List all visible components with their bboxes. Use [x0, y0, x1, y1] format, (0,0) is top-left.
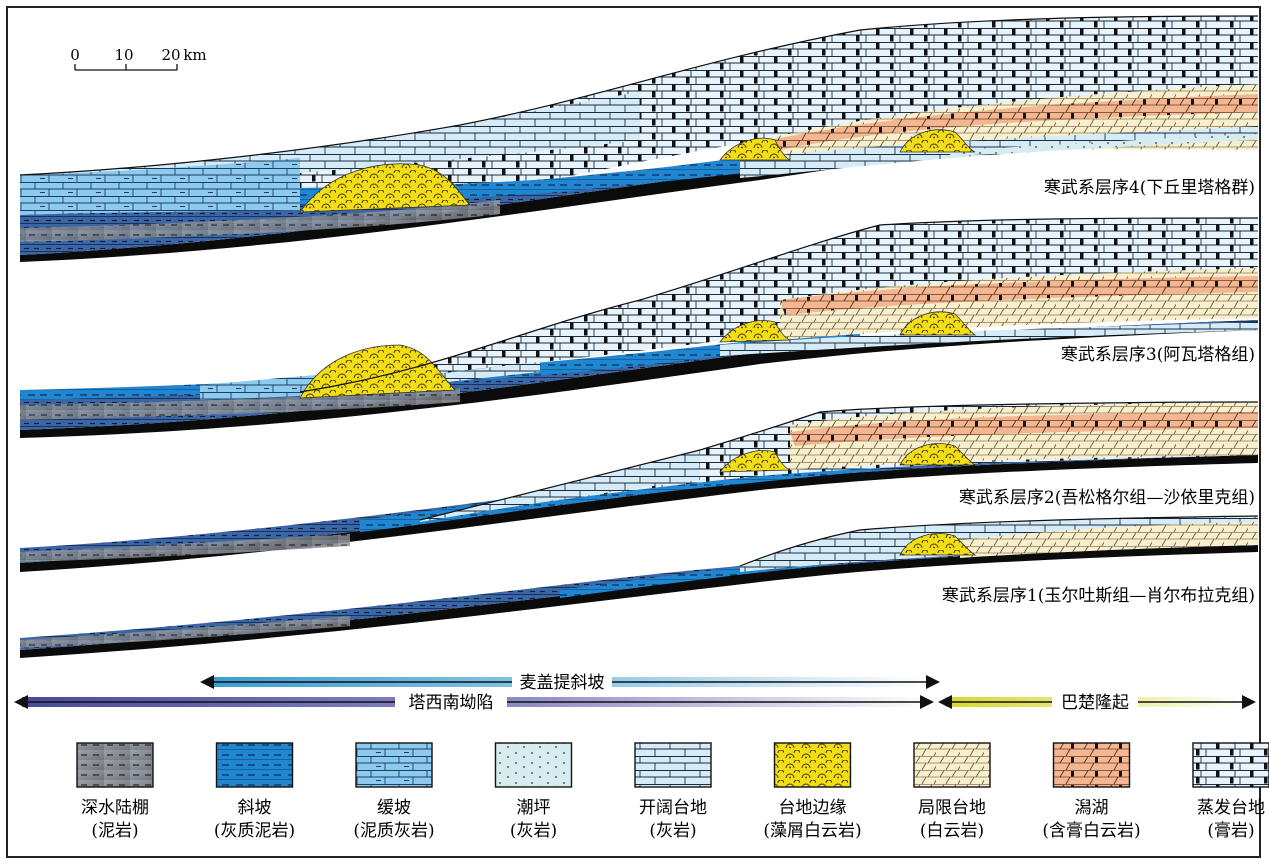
legend-swatch-open [634, 742, 712, 788]
legend-lithology: (白云岩) [920, 821, 984, 841]
legend-item-slope: 斜坡 (灰质泥岩) [214, 742, 295, 841]
legend-name: 台地边缘 [779, 798, 847, 818]
scale-tick-0: 0 [70, 46, 80, 64]
legend-name: 潮坪 [517, 798, 551, 818]
sequence-4-label: 寒武系层序4(下丘里塔格群) [1044, 178, 1255, 198]
legend-lithology: (灰岩) [649, 821, 696, 841]
legend-item-ramp: 缓坡 (泥质灰岩) [353, 742, 435, 841]
legend-name: 局限台地 [918, 798, 986, 818]
legend-swatch-ramp [355, 742, 433, 788]
legend-swatch-slope [215, 742, 294, 788]
legend-item-margin: 台地边缘 (藻屑白云岩) [763, 742, 862, 841]
region-uplift-label: 巴楚隆起 [1061, 693, 1129, 713]
legend-name: 潟湖 [1075, 798, 1109, 818]
legend-lithology: (藻屑白云岩) [763, 821, 861, 841]
legend-lithology: (膏岩) [1207, 820, 1254, 841]
scale-unit: km [183, 46, 206, 64]
legend-name: 开阔台地 [639, 798, 707, 818]
legend-lithology: (泥质灰岩) [353, 821, 434, 841]
legend-swatch-lagoon [1052, 742, 1131, 788]
region-slope-arrow: 麦盖提斜坡 [200, 672, 940, 693]
sequence-1-label: 寒武系层序1(玉尔吐斯组—肖尔布拉克组) [942, 586, 1255, 606]
legend-item-shelf: 深水陆棚 (泥岩) [76, 742, 154, 841]
legend-item-evap: 蒸发台地(膏岩) [1192, 742, 1269, 841]
legend-name: 斜坡 [238, 798, 272, 818]
legend-item-lagoon: 潟湖(含膏白云岩) [1042, 742, 1141, 841]
sequence-1-section: 寒武系层序1(玉尔吐斯组—肖尔布拉克组) [20, 515, 1259, 658]
scale-tick-20: 20 [161, 46, 180, 64]
sequence-2-section: 寒武系层序2(吾松格尔组—沙依里克组) [20, 401, 1259, 572]
legend-swatch-restricted [913, 742, 991, 788]
legend-lithology: (灰质泥岩) [214, 821, 295, 841]
region-slope-label: 麦盖提斜坡 [520, 673, 605, 693]
legend-item-tidal: 潮坪 (灰岩) [494, 742, 573, 841]
legend-swatch-tidal [494, 742, 573, 788]
legend-item-restricted: 局限台地 (白云岩) [913, 742, 991, 841]
legend-lithology: (灰岩) [510, 821, 557, 841]
sequence-3-label: 寒武系层序3(阿瓦塔格组) [1061, 345, 1255, 365]
region-depression-arrow: 塔西南坳陷 [14, 692, 934, 713]
legend-swatch-evap [1192, 742, 1269, 788]
sequence-4-section: 寒武系层序4(下丘里塔格群) [19, 15, 1259, 262]
legend-item-open: 开阔台地 (灰岩) [634, 742, 712, 841]
sequence-3-section: 寒武系层序3(阿瓦塔格组) [20, 217, 1259, 438]
region-depression-label: 塔西南坳陷 [409, 693, 494, 713]
figure-frame [6, 6, 1261, 858]
legend-name: 深水陆棚 [81, 798, 149, 818]
scale-tick-10: 10 [114, 46, 133, 64]
legend-swatch-margin [773, 742, 852, 788]
legend-lithology: (含膏白云岩) [1042, 820, 1140, 841]
scale-bar: 0 10 20 km [70, 46, 207, 71]
region-uplift-arrow: 巴楚隆起 [938, 692, 1256, 713]
legend-swatch-shelf [76, 742, 154, 788]
legend-name: 蒸发台地 [1197, 798, 1265, 818]
legend: 深水陆棚 (泥岩) 斜坡 (灰质泥岩) 缓坡 (泥质灰岩) 潮坪 (灰岩) 开阔台地 (灰岩) 台地… [76, 742, 1269, 841]
legend-lithology: (泥岩) [91, 821, 138, 841]
sequence-2-label: 寒武系层序2(吾松格尔组—沙依里克组) [959, 488, 1255, 508]
legend-name: 缓坡 [377, 798, 411, 818]
